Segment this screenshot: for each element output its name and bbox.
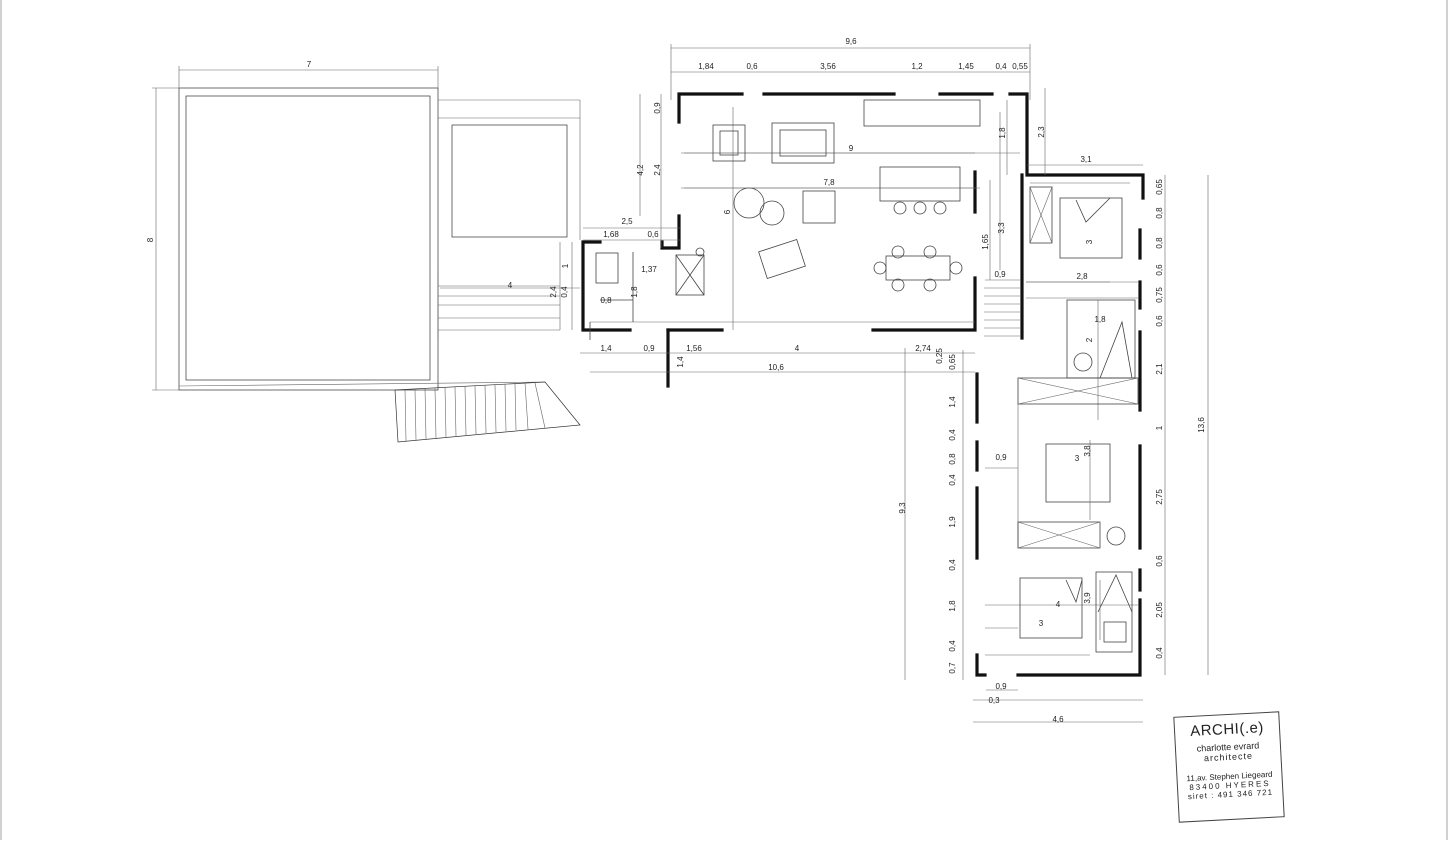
dim-1: 1: [561, 263, 570, 268]
dim-6: 6: [723, 209, 732, 214]
dim-9: 9: [849, 144, 854, 153]
dimension-labels: 9,6 1,84 0,6 3,56 1,2 1,45 0,4 0,55 7 8 …: [146, 37, 1206, 724]
dim-25: 2,5: [621, 217, 633, 226]
dim-09-hall: 0,9: [995, 453, 1007, 462]
dim-14-door: 1,4: [676, 356, 685, 368]
dim-4-terrace: 4: [508, 281, 513, 290]
dim-left-9: 0,4: [948, 640, 957, 652]
dim-03: 0,3: [988, 696, 1000, 705]
dim-24-wc: 2,4: [549, 286, 558, 298]
dim-24: 2,4: [653, 164, 662, 176]
dim-pool-width: 7: [307, 60, 312, 69]
bedroom-wing-walls: [975, 182, 1142, 677]
dim-left-6: 1,9: [948, 516, 957, 528]
dim-left-3: 0,4: [948, 429, 957, 441]
dim-18-top: 1,8: [998, 127, 1007, 139]
dim-right-6: 0,6: [1155, 315, 1164, 327]
dim-38: 3,8: [1083, 445, 1092, 457]
dim-09-bottom: 0,9: [643, 344, 655, 353]
dim-08-wc: 0,8: [600, 296, 612, 305]
dim-04-wc: 0,4: [560, 286, 569, 298]
dim-09-stair: 0,9: [994, 270, 1006, 279]
dim-top-6: 0,4: [995, 62, 1007, 71]
dim-top-5: 1,45: [958, 62, 974, 71]
pool-terrace-area: [152, 66, 581, 443]
dim-3-bed2: 3: [1075, 454, 1080, 463]
dim-right-11: 2,05: [1155, 602, 1164, 618]
dim-06-wc: 0,6: [647, 230, 659, 239]
dim-14-bottom: 1,4: [600, 344, 612, 353]
dim-right-1: 0,65: [1155, 179, 1164, 195]
dim-93: 9,3: [898, 502, 907, 514]
dim-right-5: 0,75: [1155, 287, 1164, 303]
dim-78: 7,8: [823, 178, 835, 187]
dimension-lines: [440, 44, 1209, 723]
dim-left-5: 0,4: [948, 474, 957, 486]
dim-09-left: 0,9: [653, 102, 662, 114]
dim-right-3: 0,8: [1155, 237, 1164, 249]
dim-137: 1,37: [641, 265, 657, 274]
dim-3-bed3: 3: [1039, 619, 1044, 628]
dim-top-7: 0,55: [1012, 62, 1028, 71]
dim-left-8: 1,8: [948, 600, 957, 612]
dim-46: 4,6: [1052, 715, 1064, 724]
dim-274: 2,74: [915, 344, 931, 353]
dim-09-foot: 0,9: [995, 682, 1007, 691]
dim-025: 0,25: [935, 348, 944, 364]
dim-106: 10,6: [768, 363, 784, 372]
dim-right-7: 2,1: [1155, 363, 1164, 375]
dim-top-3: 3,56: [820, 62, 836, 71]
dim-top-1: 1,84: [698, 62, 714, 71]
architect-stamp: ARCHI(.e) charlotte evrard architecte 11…: [1173, 711, 1285, 823]
dim-23: 2,3: [1037, 126, 1046, 138]
dim-left-7: 0,4: [948, 559, 957, 571]
dim-28: 2,8: [1076, 272, 1088, 281]
dim-right-12: 0,4: [1155, 647, 1164, 659]
stamp-brand: ARCHI(.e): [1189, 719, 1265, 740]
dim-18-wc: 1,8: [630, 286, 639, 298]
dim-42: 4,2: [636, 164, 645, 176]
dim-top-4: 1,2: [911, 62, 923, 71]
dim-right-10: 0,6: [1155, 555, 1164, 567]
dim-18-bath: 1,8: [1094, 315, 1106, 324]
dim-4-bottom: 4: [795, 344, 800, 353]
dim-left-2: 1,4: [948, 396, 957, 408]
dim-39: 3,9: [1083, 592, 1092, 604]
dim-left-1: 0,65: [948, 354, 957, 370]
dim-4-bed3: 4: [1056, 600, 1061, 609]
living-furniture: [589, 99, 1020, 340]
dim-top-total: 9,6: [845, 37, 857, 46]
dim-right-4: 0,6: [1155, 264, 1164, 276]
dim-pool-height: 8: [146, 237, 155, 242]
dim-33: 3,3: [997, 222, 1006, 234]
dim-right-9: 2,75: [1155, 489, 1164, 505]
dim-right-8: 1: [1155, 425, 1164, 430]
dim-136: 13,6: [1197, 417, 1206, 433]
dim-top-2: 0,6: [746, 62, 758, 71]
dim-3-bed1: 3: [1085, 239, 1094, 244]
dim-left-4: 0,8: [948, 453, 957, 465]
dim-156: 1,56: [686, 344, 702, 353]
dim-left-10: 0,7: [948, 662, 957, 674]
dim-31: 3,1: [1080, 155, 1092, 164]
dim-165: 1,65: [981, 234, 990, 250]
dim-168: 1,68: [603, 230, 619, 239]
dim-2: 2: [1085, 337, 1094, 342]
dim-right-2: 0,8: [1155, 207, 1164, 219]
